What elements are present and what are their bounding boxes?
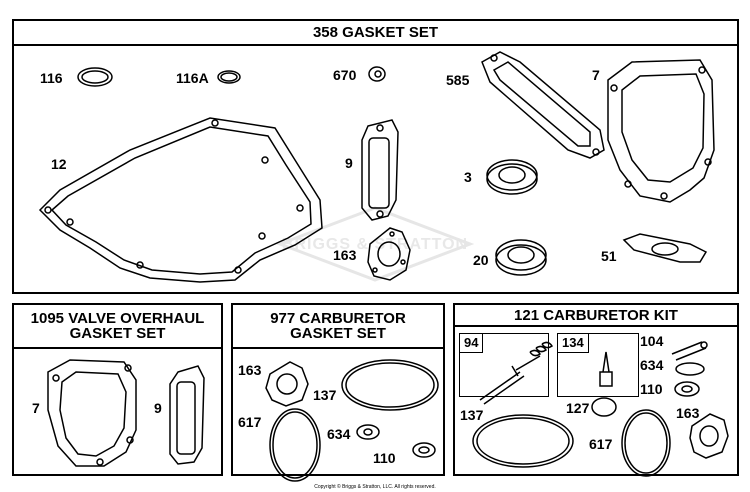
- head-gasket-7-valve: [47, 359, 137, 467]
- watermark-text: BRIGGS & STRATTON: [281, 236, 469, 253]
- label-670: 670: [333, 67, 357, 83]
- float-needle-box: 134: [557, 333, 639, 397]
- label-9-main: 9: [345, 155, 353, 171]
- gasket-9-valve: [169, 365, 205, 465]
- pin-104: [671, 341, 707, 361]
- carburetor-gasket-frame: 977 CARBURETOR GASKET SET: [231, 303, 445, 476]
- watermark-logo-outline: [275, 206, 475, 282]
- oil-seal-20: [495, 239, 547, 271]
- gasket-set-frame: 358 GASKET SET: [12, 19, 739, 294]
- label-51: 51: [601, 248, 617, 264]
- label-12: 12: [51, 156, 67, 172]
- label-127: 127: [566, 400, 590, 416]
- label-617-carb: 617: [238, 414, 262, 430]
- label-110-kit: 110: [640, 381, 663, 397]
- head-gasket-7-main: [607, 59, 715, 203]
- gasket-585: [481, 51, 605, 159]
- oring-137-kit: [472, 414, 574, 468]
- label-104: 104: [640, 333, 664, 349]
- oring-617-carb: [269, 408, 321, 482]
- oring-137-carb: [341, 359, 439, 411]
- label-634-kit: 634: [640, 357, 664, 373]
- washer-670: [368, 66, 386, 82]
- float-needle-134: [599, 351, 613, 387]
- needle-94: [479, 371, 525, 405]
- label-634-carb: 634: [327, 426, 351, 442]
- crankcase-gasket-12: [38, 117, 323, 283]
- copyright-text: Copyright © Briggs & Stratton, LLC. All …: [314, 484, 436, 490]
- washer-110-carb: [412, 442, 436, 458]
- gasket-9-main: [361, 119, 399, 221]
- label-137-kit: 137: [460, 407, 484, 423]
- carburetor-kit-frame: 121 CARBURETOR KIT: [453, 303, 739, 476]
- valve-overhaul-title: 1095 VALVE OVERHAUL GASKET SET: [14, 305, 221, 349]
- label-20: 20: [473, 252, 489, 268]
- label-110-carb: 110: [373, 450, 396, 466]
- ring-116a: [217, 70, 241, 84]
- label-116a: 116A: [176, 70, 209, 86]
- gasket-163-kit: [689, 413, 729, 459]
- label-163-carb: 163: [238, 362, 262, 378]
- label-585: 585: [446, 72, 470, 88]
- label-617-kit: 617: [589, 436, 613, 452]
- label-9-valve: 9: [154, 400, 162, 416]
- washer-110-kit: [674, 381, 700, 397]
- valve-overhaul-frame: 1095 VALVE OVERHAUL GASKET SET: [12, 303, 223, 476]
- valve-overhaul-title-line2: GASKET SET: [69, 325, 166, 342]
- label-137-carb: 137: [313, 387, 337, 403]
- gasket-set-title: 358 GASKET SET: [14, 21, 737, 46]
- ring-116: [77, 67, 113, 87]
- label-163-kit: 163: [676, 405, 700, 421]
- gasket-51: [622, 233, 708, 263]
- label-3: 3: [464, 169, 472, 185]
- carburetor-gasket-title-line2: GASKET SET: [290, 325, 386, 342]
- valve-overhaul-title-line1: 1095 VALVE OVERHAUL: [30, 310, 205, 327]
- label-134: 134: [558, 334, 589, 353]
- gasket-163-carb: [265, 361, 309, 407]
- washer-634-kit: [675, 362, 705, 376]
- gasket-163-main: [367, 227, 411, 281]
- plug-127: [591, 397, 617, 417]
- carburetor-gasket-title: 977 CARBURETOR GASKET SET: [233, 305, 443, 349]
- needle-assembly-box: 94: [459, 333, 549, 397]
- oring-617-kit: [621, 409, 671, 477]
- label-94: 94: [460, 334, 484, 353]
- carburetor-gasket-title-line1: 977 CARBURETOR: [270, 310, 406, 327]
- carburetor-kit-title: 121 CARBURETOR KIT: [455, 305, 737, 327]
- label-7-main: 7: [592, 67, 600, 83]
- oil-seal-3: [486, 159, 538, 191]
- label-7-valve: 7: [32, 400, 40, 416]
- label-163-main: 163: [333, 247, 357, 263]
- label-116: 116: [40, 70, 63, 86]
- washer-634-carb: [356, 424, 380, 440]
